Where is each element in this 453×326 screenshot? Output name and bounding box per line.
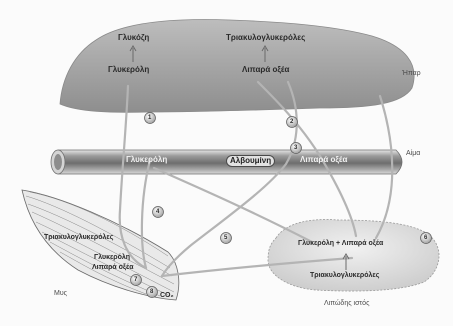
liver-triacylglycerols-label: Τριακυλογλυκερόλες xyxy=(226,34,305,42)
muscle-shape xyxy=(22,190,179,300)
blood-organ-label: Αίμα xyxy=(406,150,420,157)
blood-glycerol-label: Γλυκερόλη xyxy=(126,156,167,164)
step-3-number: 3 xyxy=(294,145,297,151)
step-8-number: 8 xyxy=(150,289,153,295)
step-5-number: 5 xyxy=(224,235,227,241)
step-1-number: 1 xyxy=(148,115,151,121)
muscle-fatty-acids-label: Λιπαρά οξέα xyxy=(92,264,134,271)
step-4-number: 4 xyxy=(156,209,159,215)
step-7-number: 7 xyxy=(134,277,137,283)
step-2-number: 2 xyxy=(290,119,293,125)
muscle-glycerol-label: Γλυκερόλη xyxy=(94,254,130,261)
muscle-triacylglycerols-label: Τριακυλογλυκερόλες xyxy=(44,234,113,241)
muscle-co2-label: CO₂ xyxy=(160,292,174,299)
muscle-organ-label: Μυς xyxy=(54,290,67,297)
step-6-number: 6 xyxy=(424,235,427,241)
liver-glucose-label: Γλυκόζη xyxy=(118,34,149,42)
adipose-organ-label: Λιπώδης ιστός xyxy=(324,300,369,307)
liver-fatty-acids-label: Λιπαρά οξέα xyxy=(242,66,289,74)
blood-fatty-acids-label: Λιπαρά οξέα xyxy=(300,156,347,164)
liver-glycerol-label: Γλυκερόλη xyxy=(108,66,149,74)
blood-albumin-label: Αλβουμίνη xyxy=(226,155,275,167)
adipose-triacylglycerols-label: Τριακυλογλυκερόλες xyxy=(310,272,379,279)
liver-organ-label: Ήπαρ xyxy=(402,70,421,77)
adipose-shape xyxy=(268,220,439,292)
adipose-products-label: Γλυκερόλη + Λιπαρά οξέα xyxy=(298,240,383,247)
